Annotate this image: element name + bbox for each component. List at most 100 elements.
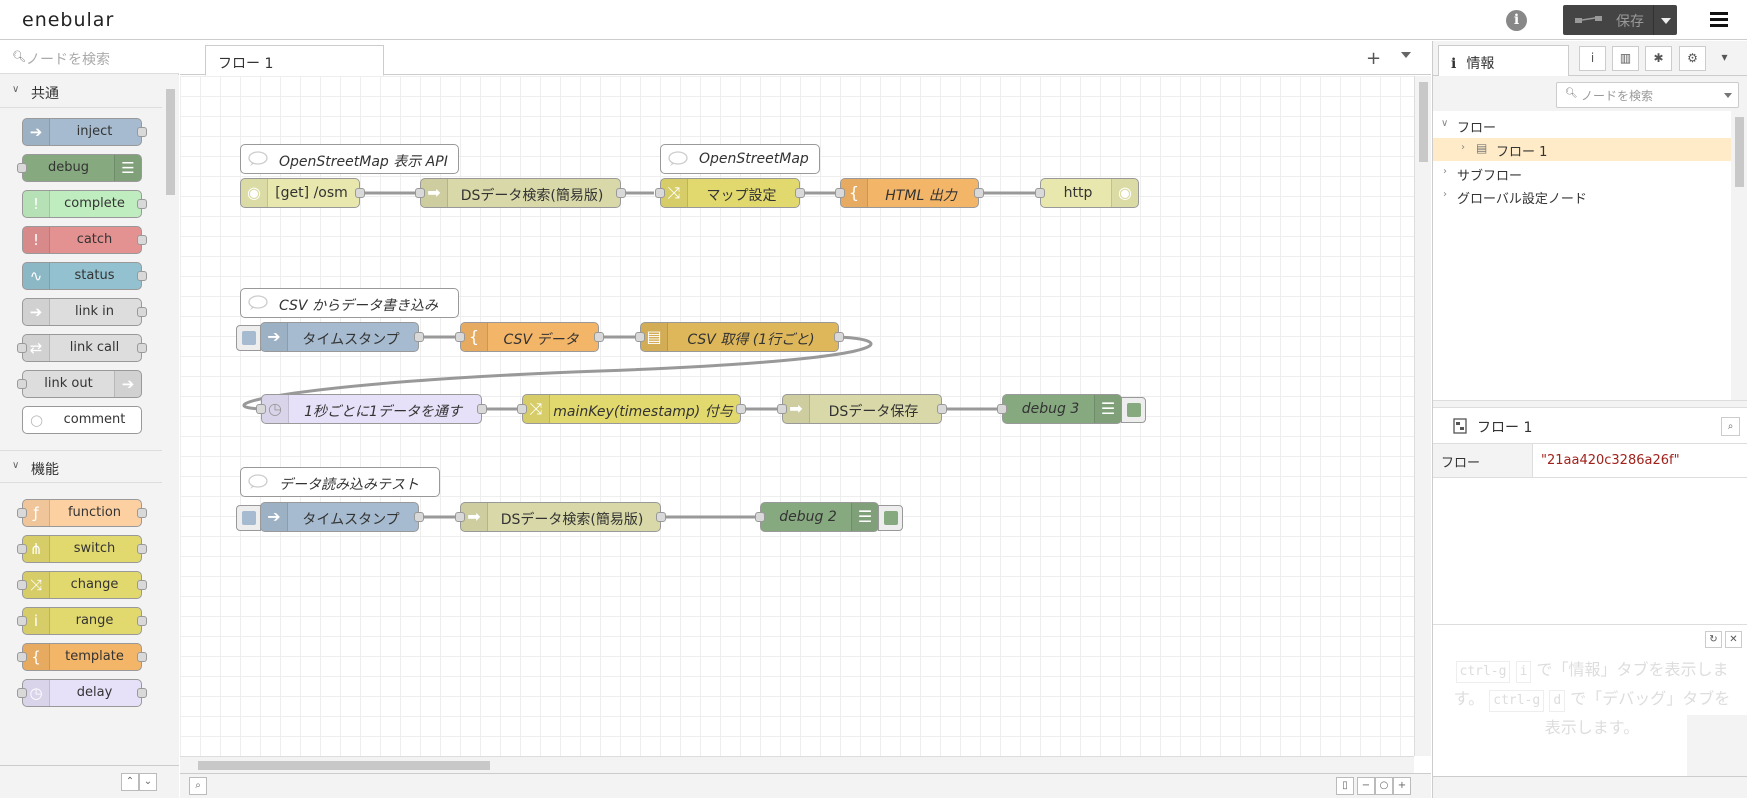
- node-label: タイムスタンプ: [302, 512, 400, 528]
- refresh-icon[interactable]: ↻: [1705, 631, 1722, 648]
- gear-icon[interactable]: ⚙: [1679, 46, 1706, 71]
- link-call-icon: ⇄: [23, 335, 50, 361]
- deploy-dropdown-button[interactable]: [1653, 5, 1677, 35]
- palette-node-debug[interactable]: debug☰: [17, 154, 142, 182]
- csv-node[interactable]: ▤CSV 取得 (1行ごと): [635, 322, 844, 352]
- datastore-search-node[interactable]: ➡DSデータ検索(簡易版): [455, 502, 666, 532]
- zoom-reset-button[interactable]: ○: [1375, 777, 1393, 795]
- add-tab-icon[interactable]: +: [1366, 48, 1382, 69]
- catch-icon: !: [23, 227, 50, 253]
- comment-label: OpenStreetMap: [699, 151, 809, 167]
- info-icon[interactable]: i: [1506, 10, 1527, 31]
- collapse-all-button[interactable]: ⌃: [121, 773, 139, 791]
- kbd: ctrl-g: [1455, 661, 1511, 683]
- tab-label: 情報: [1466, 56, 1495, 72]
- tree-item-flows[interactable]: ∨ フロー: [1433, 114, 1731, 137]
- zoom-out-button[interactable]: −: [1357, 777, 1375, 795]
- debug-toggle-button[interactable]: [1121, 397, 1146, 423]
- comment-node[interactable]: データ読み込みテスト: [240, 467, 440, 497]
- palette-node-link-out[interactable]: link out➔: [17, 370, 142, 398]
- http-response-node[interactable]: http◉: [1035, 178, 1139, 208]
- inject-trigger-button[interactable]: [236, 505, 261, 531]
- flow-canvas[interactable]: OpenStreetMap 表示 API OpenStreetMap CSV か…: [180, 76, 1414, 756]
- map-icon[interactable]: ▯: [1336, 777, 1354, 795]
- sidebar-scrollbar[interactable]: [1731, 111, 1747, 436]
- search-icon[interactable]: ⌕: [1721, 417, 1740, 436]
- chevron-down-icon[interactable]: [1724, 93, 1732, 102]
- palette-node-switch[interactable]: ⋔switch: [17, 535, 147, 563]
- palette-category-common[interactable]: ∨ 共通: [0, 75, 162, 108]
- delay-node[interactable]: ◷1秒ごとに1データを通す: [256, 394, 487, 424]
- delay-icon: ◷: [23, 680, 50, 706]
- inject-node[interactable]: ➔タイムスタンプ: [236, 502, 424, 532]
- palette-node-template[interactable]: {template: [17, 643, 147, 671]
- inject-trigger-button[interactable]: [236, 325, 261, 351]
- wires-layer: [242, 191, 1039, 519]
- http-in-node[interactable]: ◉[get] /osm: [240, 178, 365, 208]
- main-menu-icon[interactable]: [1710, 12, 1728, 28]
- workspace-tabs: フロー 1 +: [180, 41, 1431, 76]
- search-icon[interactable]: ⌕: [189, 777, 207, 795]
- tree-item-global-config[interactable]: ›グローバル設定ノード: [1433, 185, 1731, 208]
- deploy-button[interactable]: 保存: [1563, 5, 1677, 35]
- palette-node-delay[interactable]: ◷delay: [17, 679, 147, 707]
- sidebar-splitter[interactable]: [1433, 400, 1747, 408]
- info-icon[interactable]: i: [1579, 46, 1606, 71]
- node-label: debug: [48, 160, 89, 175]
- palette-search[interactable]: 🔍︎ ノードを検索: [0, 41, 179, 74]
- sidebar-search-row: 🔍︎ ノードを検索: [1433, 76, 1747, 111]
- change-node[interactable]: ⤨マップ設定: [655, 178, 805, 208]
- comment-label: CSV からデータ書き込み: [279, 298, 438, 314]
- comment-node[interactable]: OpenStreetMap 表示 API: [240, 144, 459, 174]
- tree-item-subflows[interactable]: ›サブフロー: [1433, 162, 1731, 185]
- tree-label: フロー: [1457, 121, 1497, 136]
- tab-menu-icon[interactable]: [1401, 52, 1411, 63]
- palette-node-link-call[interactable]: ⇄link call: [17, 334, 147, 362]
- palette-node-complete[interactable]: !complete: [22, 190, 147, 218]
- kbd: d: [1549, 690, 1566, 712]
- node-label: マップ設定: [706, 188, 777, 204]
- chevron-down-icon: ∨: [12, 460, 20, 471]
- palette-search-input[interactable]: ノードを検索: [26, 52, 110, 68]
- change-icon: ⤨: [523, 395, 550, 423]
- zoom-in-button[interactable]: +: [1393, 777, 1411, 795]
- csv-icon: ▤: [641, 323, 668, 351]
- palette-node-link-in[interactable]: ➔link in: [22, 298, 147, 326]
- comment-node[interactable]: OpenStreetMap: [660, 144, 820, 174]
- chevron-down-icon: ∨: [1441, 118, 1449, 129]
- palette-node-comment[interactable]: ○comment: [22, 406, 142, 434]
- palette-scrollbar[interactable]: [162, 75, 179, 765]
- datastore-search-node[interactable]: ➡DSデータ検索(簡易版): [415, 178, 626, 208]
- change-node[interactable]: ⤨mainKey(timestamp) 付与: [517, 394, 746, 424]
- sidebar-search-input[interactable]: 🔍︎ ノードを検索: [1556, 82, 1739, 108]
- tree-item-flow-1[interactable]: ›▤フロー 1: [1433, 138, 1731, 161]
- node-label: DSデータ検索(簡易版): [500, 512, 644, 528]
- expand-all-button[interactable]: ⌄: [139, 773, 157, 791]
- book-icon[interactable]: ▥: [1612, 46, 1639, 71]
- close-icon[interactable]: ✕: [1725, 631, 1742, 648]
- inject-node[interactable]: ➔タイムスタンプ: [236, 322, 424, 352]
- palette-node-change[interactable]: ⤨change: [17, 571, 147, 599]
- debug-node[interactable]: debug 3☰: [997, 394, 1146, 424]
- palette-node-status[interactable]: ∿status: [22, 262, 147, 290]
- palette-node-inject[interactable]: ➔inject: [22, 118, 147, 146]
- bug-icon[interactable]: ✱: [1645, 46, 1672, 71]
- template-node[interactable]: {HTML 出力: [835, 178, 984, 208]
- tab-flow-1[interactable]: フロー 1: [205, 45, 384, 76]
- sidebar-menu-icon[interactable]: ▾: [1721, 50, 1728, 64]
- debug-node[interactable]: debug 2☰: [755, 502, 903, 532]
- template-node[interactable]: {CSV データ: [455, 322, 604, 352]
- debug-toggle-button[interactable]: [878, 505, 903, 531]
- app-logo[interactable]: enebular: [22, 9, 115, 31]
- datastore-save-node[interactable]: ➡DSデータ保存: [777, 394, 947, 424]
- palette-category-function[interactable]: ∨ 機能: [0, 450, 162, 483]
- comment-node[interactable]: CSV からデータ書き込み: [240, 288, 459, 318]
- canvas-horizontal-scrollbar[interactable]: [180, 756, 1414, 773]
- wire: [242, 335, 873, 411]
- palette-node-catch[interactable]: !catch: [22, 226, 147, 254]
- comment-icon: [248, 474, 268, 489]
- canvas-vertical-scrollbar[interactable]: [1414, 76, 1431, 756]
